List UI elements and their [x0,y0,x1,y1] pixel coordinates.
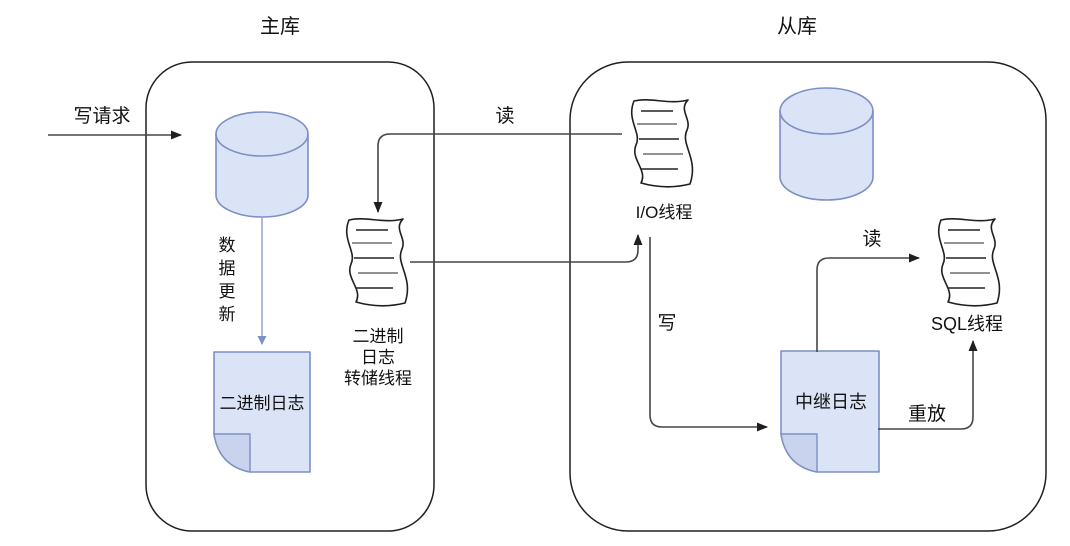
master-database-cylinder-icon [215,111,309,218]
master-title: 主库 [260,16,300,38]
write-relay-label: 写 [657,313,677,334]
binlog-document-label: 二进制日志 [219,394,305,413]
dump-thread-label-line1: 二进制 [352,327,404,346]
io-write-relay-arrow [649,237,768,432]
read-binlog-label: 读 [495,106,515,127]
dump-thread-label-line3: 转储线程 [344,369,412,388]
sql-read-relay-arrow [816,253,920,352]
replay-arrow [878,340,978,430]
sql-thread-scroll-icon [937,218,1001,307]
slave-database-cylinder-icon [779,87,874,201]
dump-thread-label: 二进制 日志 转储线程 [344,326,412,389]
sql-thread-label: SQL线程 [930,314,1004,334]
io-thread-scroll-icon [630,99,694,188]
data-update-label: 数据更新 [218,236,236,324]
master-box [145,61,435,532]
dump-thread-label-line2: 日志 [361,348,395,367]
io-read-binlog-arrow [373,133,622,213]
replay-label: 重放 [907,404,947,425]
dump-thread-scroll-icon [345,218,409,307]
slave-box [569,61,1047,532]
relay-log-document-label: 中继日志 [795,392,867,412]
binlog-document-icon [213,351,311,473]
dump-to-io-arrow [410,234,643,263]
write-request-label: 写请求 [73,106,131,127]
slave-title: 从库 [777,16,817,38]
relay-log-document-icon [780,350,880,473]
io-thread-label: I/O线程 [635,203,693,222]
read-relay-label: 读 [862,229,882,250]
